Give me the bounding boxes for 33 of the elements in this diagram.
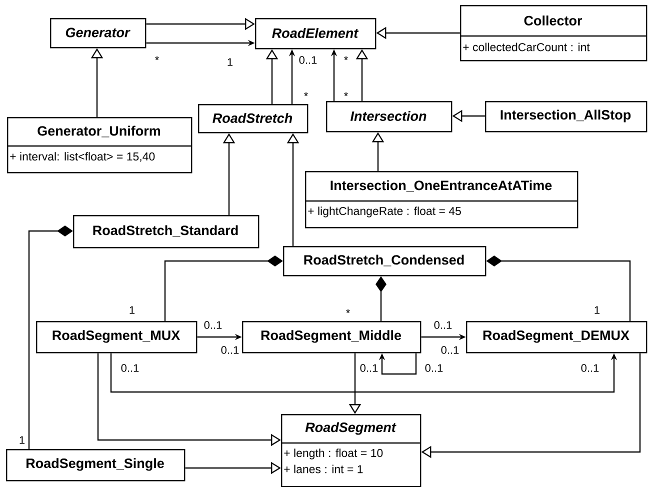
class-box: RoadStretch_Condensed — [283, 246, 486, 276]
class-box: Collector + collectedCarCount : int — [460, 5, 648, 62]
multiplicity-label: 0..1 — [441, 346, 459, 354]
multiplicity-label: 0..1 — [221, 346, 239, 354]
class-box: RoadSegment_DEMUX — [466, 321, 648, 354]
multiplicity-label: 1 — [228, 58, 233, 66]
composition-line — [28, 226, 73, 449]
class-box: RoadSegment + length : float = 10 + lanes : int = 1 — [281, 414, 422, 487]
multiplicity-label: 0..1 — [581, 364, 599, 372]
multiplicity-label: * — [344, 56, 348, 60]
class-box: Generator — [50, 18, 146, 48]
multiplicity-label: 0..1 — [121, 364, 139, 372]
class-box: RoadSegment_MUX — [36, 321, 198, 354]
class-box: Intersection — [326, 101, 452, 132]
multiplicity-label: * — [155, 56, 159, 60]
multiplicity-label: * — [304, 92, 308, 96]
class-box: RoadStretch — [198, 104, 308, 134]
class-box: Intersection_AllStop — [485, 101, 648, 132]
class-box: RoadSegment_Middle — [242, 321, 422, 354]
multiplicity-label: * — [344, 92, 348, 96]
class-box: RoadElement — [255, 18, 376, 50]
association-arrow — [378, 353, 417, 375]
multiplicity-label: 0..1 — [299, 56, 317, 64]
class-box: Generator_Uniform + interval: list<float> = 15,40 — [7, 117, 192, 174]
multiplicity-label: 1 — [20, 436, 25, 444]
multiplicity-label: 0..1 — [425, 364, 443, 372]
multiplicity-label: 0..1 — [434, 321, 452, 329]
class-box: RoadSegment_Single — [6, 448, 186, 482]
class-box: Intersection_OneEntranceAtATime + lightChangeRate : float = 45 — [305, 171, 578, 228]
multiplicity-label: 0..1 — [360, 364, 378, 372]
composition-line — [164, 256, 283, 321]
multiplicity-label: 0..1 — [204, 321, 222, 329]
class-box: RoadStretch_Standard — [73, 215, 260, 248]
